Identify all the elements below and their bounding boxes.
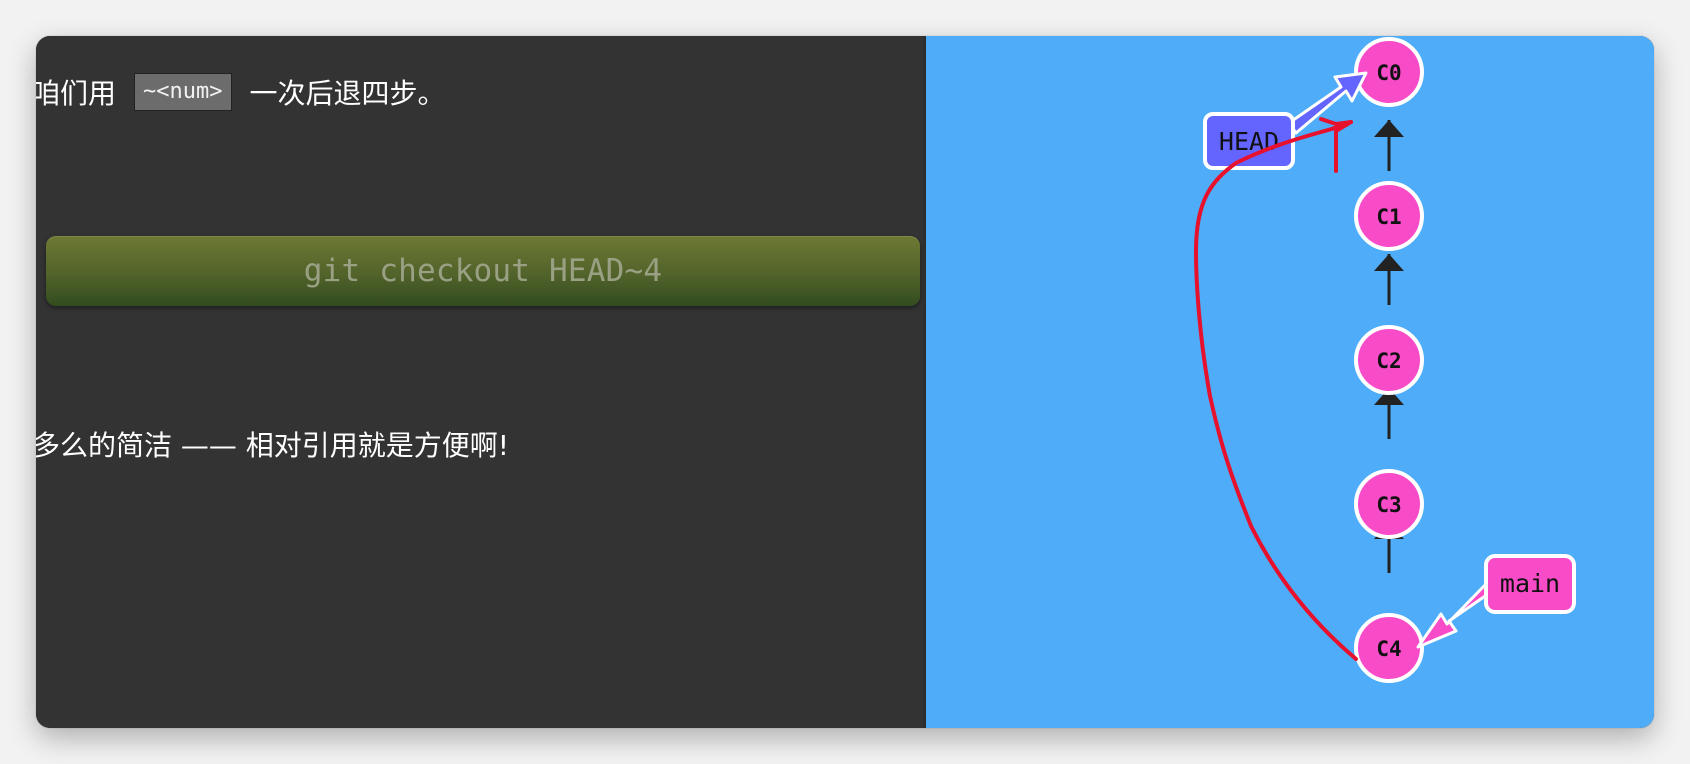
- commit-c4-label: C4: [1376, 637, 1401, 661]
- main-branch-ref[interactable]: main: [1416, 554, 1576, 649]
- commit-c3[interactable]: C3: [1354, 469, 1424, 539]
- head-ref[interactable]: HEAD: [1203, 71, 1368, 170]
- commit-c0-label: C0: [1376, 61, 1401, 85]
- edge-arrow-c0-icon: [1374, 120, 1404, 137]
- edge-arrow-c2-icon: [1374, 388, 1404, 405]
- instruction-line: 咱们用 ~<num> 一次后退四步。: [36, 73, 446, 114]
- head-ref-arrow-icon: [1287, 71, 1368, 135]
- commit-c1[interactable]: C1: [1354, 181, 1424, 251]
- main-ref-label: main: [1500, 569, 1560, 598]
- commit-c2[interactable]: C2: [1354, 325, 1424, 395]
- command-text: git checkout HEAD~4: [303, 253, 663, 289]
- edge-arrow-c1-icon: [1374, 254, 1404, 271]
- head-ref-label: HEAD: [1219, 127, 1279, 156]
- instruction-text-after: 一次后退四步。: [249, 77, 446, 110]
- commit-c0[interactable]: C0: [1354, 37, 1424, 107]
- git-visualization: C0 C1 C2 C3 C4 HEAD: [926, 36, 1654, 728]
- annotation-arrowhead: [1319, 117, 1353, 173]
- command-button[interactable]: git checkout HEAD~4: [46, 236, 920, 306]
- commit-c1-label: C1: [1376, 205, 1401, 229]
- lesson-panel: 咱们用 ~<num> 一次后退四步。 git checkout HEAD~4 多么的…: [36, 36, 926, 728]
- commit-c2-label: C2: [1376, 349, 1401, 373]
- main-ref-arrow-icon: [1416, 582, 1493, 649]
- commit-c3-label: C3: [1376, 493, 1401, 517]
- commit-graph: C0 C1 C2 C3 C4 HEAD: [1194, 37, 1576, 683]
- summary-line: 多么的简洁 —— 相对引用就是方便啊!: [36, 429, 510, 462]
- commit-c4[interactable]: C4: [1354, 613, 1424, 683]
- instruction-text-before: 咱们用: [36, 77, 117, 110]
- inline-code-num: ~<num>: [134, 73, 232, 111]
- annotation-curve: [1194, 120, 1358, 661]
- app-window: 咱们用 ~<num> 一次后退四步。 git checkout HEAD~4 多么的…: [36, 36, 1654, 728]
